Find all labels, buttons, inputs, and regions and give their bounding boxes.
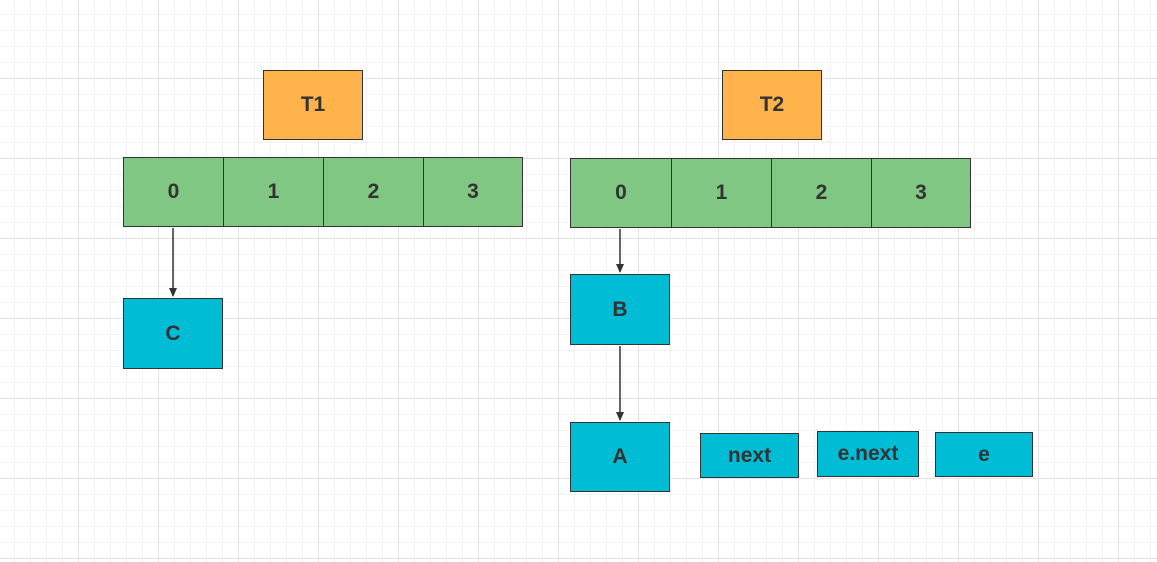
pointer-next-label: next: [700, 433, 799, 478]
node-c: C: [123, 298, 223, 369]
t1-bucket-1: 1: [223, 157, 323, 227]
t2-bucket-1: 1: [671, 158, 771, 228]
t1-bucket-2: 2: [323, 157, 423, 227]
t2-bucket-2: 2: [771, 158, 871, 228]
thread-label-t2: T2: [722, 70, 822, 140]
node-a: A: [570, 422, 670, 492]
t2-bucket-3: 3: [871, 158, 971, 228]
node-b: B: [570, 274, 670, 345]
t2-bucket-0: 0: [570, 158, 671, 228]
pointer-e-next-label: e.next: [817, 431, 919, 477]
thread-label-t1: T1: [263, 70, 363, 140]
pointer-e-label: e: [935, 432, 1033, 477]
t1-bucket-0: 0: [123, 157, 223, 227]
t1-bucket-3: 3: [423, 157, 523, 227]
